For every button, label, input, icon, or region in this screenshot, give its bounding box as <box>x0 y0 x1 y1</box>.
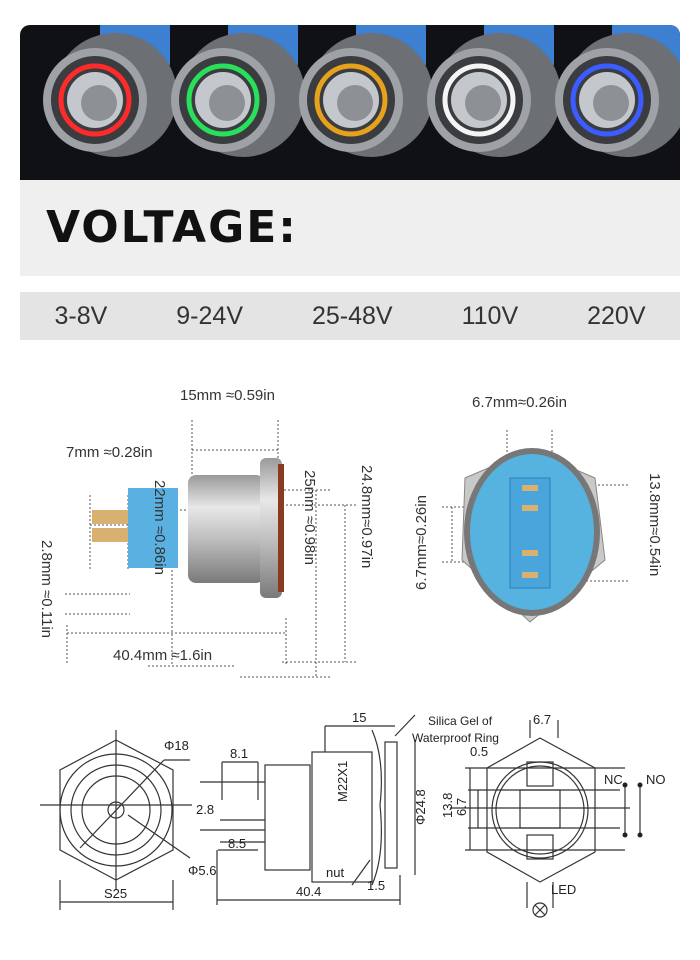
label-8-1: 8.1 <box>230 746 248 761</box>
label-13-8: 13.8 <box>440 793 455 818</box>
back-view-switch <box>461 448 606 623</box>
label-led: LED <box>551 882 576 897</box>
dim-6-7mm-height: 6.7mm≈0.26in <box>413 495 430 590</box>
dim-13-8mm: 13.8mm≈0.54in <box>646 473 663 576</box>
button-yellow <box>299 25 433 157</box>
button-red <box>43 25 177 157</box>
dim-24-8mm: 24.8mm≈0.97in <box>358 465 375 568</box>
led-ring-yellow <box>314 63 388 137</box>
label-15: 15 <box>352 710 366 725</box>
label-40-4: 40.4 <box>296 884 321 899</box>
terminal-dots <box>622 782 643 838</box>
label-6-7-vertical: 6.7 <box>454 798 469 816</box>
label-thread: M22X1 <box>335 761 350 802</box>
side-view-switch <box>92 458 284 598</box>
label-phi18: Φ18 <box>164 738 189 753</box>
button-white <box>427 25 561 157</box>
label-no: NO <box>646 772 666 787</box>
label-nc: NC <box>604 772 623 787</box>
drawing-labels: Φ18 Φ5.6 S25 8.1 2.8 8.5 15 M22X1 Φ24.8 … <box>104 710 666 901</box>
label-ring-line1: Silica Gel of <box>428 714 493 728</box>
product-photo-strip <box>20 25 680 180</box>
voltage-option[interactable]: 220V <box>587 301 646 330</box>
dim-22mm: 22mm ≈0.86in <box>151 480 168 575</box>
dimension-labels: 15mm ≈0.59in 7mm ≈0.28in 2.8mm ≈0.11in 2… <box>38 387 663 664</box>
label-nut: nut <box>326 865 344 880</box>
voltage-title: VOLTAGE: <box>46 202 298 253</box>
voltage-option[interactable]: 25-48V <box>311 301 393 330</box>
label-1-5: 1.5 <box>367 878 385 893</box>
led-ring-red <box>58 63 132 137</box>
led-ring-blue <box>570 63 644 137</box>
dim-2-8mm: 2.8mm ≈0.11in <box>38 540 55 638</box>
label-ring-line2: Waterproof Ring <box>412 731 499 745</box>
dim-25mm: 25mm ≈0.98in <box>301 470 318 565</box>
technical-drawing: Φ18 Φ5.6 S25 8.1 2.8 8.5 15 M22X1 Φ24.8 … <box>40 710 666 918</box>
buttons-photo <box>43 25 680 157</box>
drawing-lines <box>40 714 641 918</box>
button-green <box>171 25 305 157</box>
voltage-option[interactable]: 9-24V <box>176 301 243 330</box>
dim-7mm: 7mm ≈0.28in <box>66 444 153 461</box>
label-6-7: 6.7 <box>533 712 551 727</box>
label-8-5: 8.5 <box>228 836 246 851</box>
label-s25: S25 <box>104 886 127 901</box>
voltage-header: VOLTAGE: <box>20 180 680 276</box>
label-2-8: 2.8 <box>196 802 214 817</box>
dim-6-7mm-width: 6.7mm≈0.26in <box>472 394 567 411</box>
voltage-option[interactable]: 3-8V <box>54 301 108 330</box>
photo-dimension-diagram: 15mm ≈0.59in 7mm ≈0.28in 2.8mm ≈0.11in 2… <box>38 387 663 678</box>
dim-40-4mm: 40.4mm ≈1.6in <box>113 647 212 664</box>
label-0-5: 0.5 <box>470 744 488 759</box>
led-ring-green <box>186 63 260 137</box>
label-phi24-8: Φ24.8 <box>413 789 428 825</box>
button-blue <box>555 25 680 157</box>
voltage-option[interactable]: 110V <box>461 301 519 330</box>
voltage-options: 3-8V 9-24V 25-48V 110V 220V <box>20 292 680 340</box>
dim-15mm: 15mm ≈0.59in <box>180 387 275 404</box>
led-ring-white <box>442 63 516 137</box>
label-phi5-6: Φ5.6 <box>188 863 216 878</box>
